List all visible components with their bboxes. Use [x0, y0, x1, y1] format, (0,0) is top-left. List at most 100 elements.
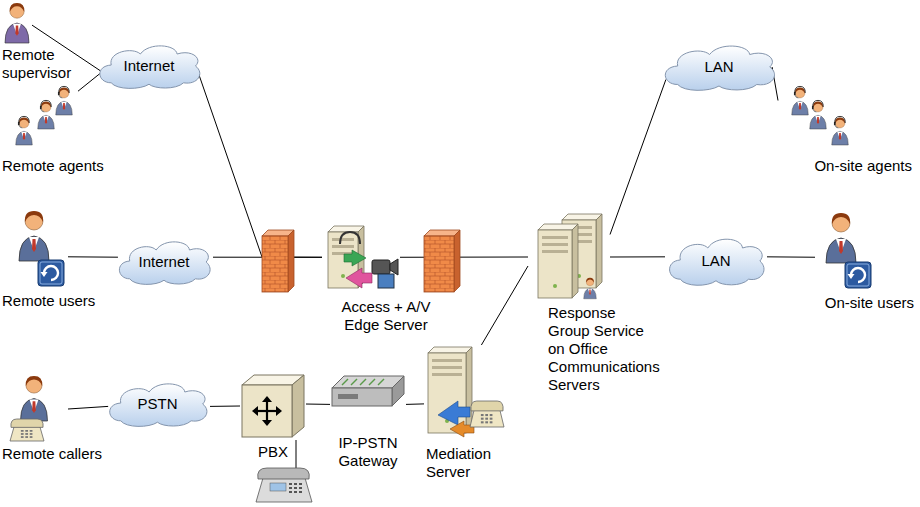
phone-icon	[10, 419, 44, 441]
node-label: Response Group Service on Office Communi…	[548, 304, 660, 394]
cloud-label: Internet	[124, 57, 175, 75]
cloud-label: LAN	[704, 58, 733, 76]
connector-line	[610, 80, 666, 235]
label-holder: On-site agents	[802, 157, 912, 175]
rgs-node: Response Group Service on Office Communi…	[528, 212, 610, 302]
label-holder: Mediation Server	[426, 445, 516, 481]
node-label: IP-PSTN Gateway	[328, 434, 408, 470]
mediation-node: Mediation Server	[424, 345, 506, 440]
label-holder: Remote callers	[2, 445, 122, 463]
person-icon	[792, 86, 809, 115]
connector-line	[767, 256, 815, 257]
node-icon	[815, 212, 875, 290]
connector-line	[610, 256, 665, 257]
connector-line	[210, 406, 240, 407]
cloud-label: PSTN	[137, 395, 177, 413]
label-holder: Remote agents	[2, 157, 122, 175]
cloud-outline	[100, 46, 200, 89]
person-icon	[832, 116, 849, 145]
person-icon	[21, 376, 48, 421]
communicator-icon	[845, 262, 871, 288]
desk-phone	[256, 468, 312, 502]
firewall	[424, 230, 460, 292]
connector-line	[68, 256, 118, 257]
supervisor-node: Remote supervisor	[2, 2, 32, 44]
label-holder: LAN	[660, 42, 778, 92]
gateway-node: IP-PSTN Gateway	[330, 372, 406, 408]
onuser-node: On-site users	[815, 212, 875, 290]
node-label: On-site users	[807, 294, 914, 312]
label-holder: Internet	[115, 238, 213, 286]
node-icon	[240, 373, 306, 439]
connector-line	[406, 403, 424, 405]
label-holder: Remote supervisor	[2, 46, 82, 82]
phone-cord	[296, 440, 297, 468]
cloud-outline	[119, 242, 210, 285]
node-icon	[8, 375, 68, 443]
pbx-node: PBX	[240, 373, 306, 439]
firewall	[262, 230, 294, 292]
av-icons	[340, 232, 398, 288]
cloud-label: LAN	[701, 252, 730, 270]
node-icon	[330, 372, 406, 408]
network-cloud: Internet	[115, 238, 213, 286]
network-cloud: LAN	[665, 235, 767, 287]
node-label: PBX	[240, 443, 306, 461]
network-cloud: Internet	[95, 42, 203, 90]
node-icon	[528, 212, 610, 302]
node-label: Remote agents	[2, 157, 122, 175]
connector-line	[78, 73, 100, 91]
label-holder: Response Group Service on Office Communi…	[548, 304, 660, 394]
cloud-outline	[665, 46, 774, 90]
person-icon	[56, 86, 73, 115]
connector-line	[306, 404, 330, 405]
gateway-box	[332, 376, 404, 406]
person-icon	[19, 211, 49, 261]
person-icon	[16, 116, 33, 145]
connector-line	[400, 257, 528, 258]
user-node: Remote users	[8, 210, 68, 288]
network-cloud: LAN	[660, 42, 778, 92]
node-label: Access + A/V Edge Server	[326, 298, 446, 334]
node-label: Remote users	[2, 292, 122, 310]
connector-line	[481, 266, 528, 345]
onagents-node: On-site agents	[778, 85, 863, 147]
label-holder: Access + A/V Edge Server	[326, 298, 446, 334]
person-icon	[584, 278, 597, 299]
node-label: Mediation Server	[426, 445, 516, 481]
caller-node: Remote callers	[8, 375, 68, 443]
node-icon	[322, 222, 400, 294]
edge-node: Access + A/V Edge Server	[322, 222, 400, 294]
person-icon	[810, 100, 827, 129]
label-holder: On-site users	[807, 294, 914, 312]
label-holder: LAN	[665, 235, 767, 287]
label-holder: PSTN	[105, 380, 210, 428]
label-holder: IP-PSTN Gateway	[328, 434, 408, 470]
person-icon	[826, 213, 856, 263]
label-holder: PBX	[240, 443, 306, 461]
media-arrow	[438, 401, 474, 437]
label-holder: Remote users	[2, 292, 122, 310]
node-icon	[2, 2, 32, 44]
node-label: Remote callers	[2, 445, 122, 463]
pbx-box	[242, 375, 304, 437]
server-tower	[428, 347, 472, 433]
communicator-icon	[38, 260, 64, 286]
cloud-label: Internet	[139, 253, 190, 271]
node-icon	[2, 85, 82, 147]
person-icon	[5, 3, 29, 43]
person-icon	[38, 100, 55, 129]
node-icon	[778, 85, 863, 147]
server-tower	[538, 224, 578, 298]
node-icon	[424, 345, 506, 440]
cloud-outline	[110, 384, 207, 427]
agents-node: Remote agents	[2, 85, 82, 147]
node-label: On-site agents	[802, 157, 912, 175]
label-holder: Internet	[95, 42, 203, 90]
node-icon	[8, 210, 68, 288]
connector-line	[198, 71, 322, 257]
connector-line	[68, 406, 108, 409]
phone-icon	[470, 401, 504, 427]
